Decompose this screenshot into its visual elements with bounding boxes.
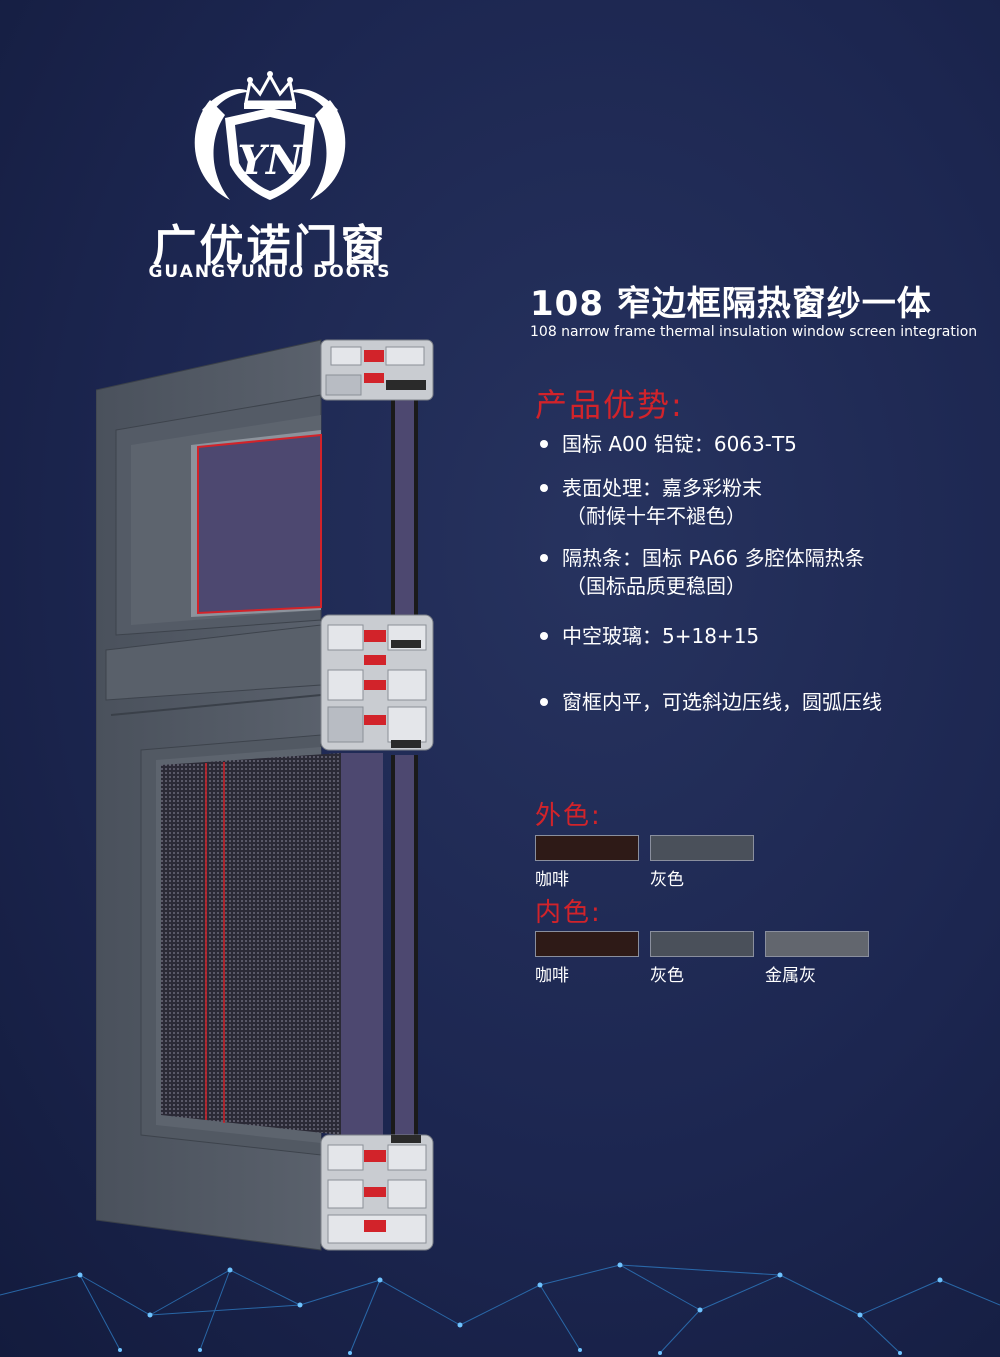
brand-name-en: GUANGYUNUO DOORS	[148, 262, 392, 282]
product-title-en: 108 narrow frame thermal insulation wind…	[530, 324, 978, 340]
list-item-note: （耐候十年不褪色）	[566, 504, 746, 528]
bullet-icon	[540, 631, 548, 640]
emblem-letters: YN	[237, 137, 304, 184]
bullet-icon	[540, 553, 548, 562]
swatch-metal-gray	[765, 931, 869, 957]
swatch-gray	[650, 835, 754, 861]
profile-middle	[320, 614, 434, 751]
list-item: 国标 A00 铝锭：6063-T5	[540, 430, 797, 458]
list-item: 窗框内平，可选斜边压线，圆弧压线	[540, 688, 882, 716]
swatch-label: 灰色	[650, 870, 684, 890]
swatch-label: 灰色	[650, 966, 684, 986]
swatch-label: 咖啡	[535, 870, 569, 890]
brand-name-cn: 广优诺门窗	[152, 221, 388, 272]
advantages-heading: 产品优势:	[535, 386, 684, 424]
list-item-note: （国标品质更稳固）	[566, 574, 746, 598]
exterior-color-heading: 外色:	[535, 801, 602, 831]
bullet-icon	[540, 439, 548, 448]
profile-bottom	[320, 1134, 434, 1251]
bullet-icon	[540, 697, 548, 706]
interior-color-heading: 内色:	[535, 898, 602, 928]
profile-top	[320, 339, 434, 401]
swatch-label: 咖啡	[535, 966, 569, 986]
list-item: 中空玻璃：5+18+15	[540, 622, 759, 650]
list-item: 表面处理：嘉多彩粉末 （耐候十年不褪色）	[540, 474, 762, 530]
network-decoration	[0, 1262, 1000, 1355]
crown-shield-emblem-icon: YN	[194, 71, 346, 200]
swatch-coffee	[535, 835, 639, 861]
swatch-gray	[650, 931, 754, 957]
swatch-coffee	[535, 931, 639, 957]
bullet-icon	[540, 483, 548, 492]
window-section-illustration	[96, 339, 434, 1251]
product-title-cn: 108 窄边框隔热窗纱一体	[530, 284, 932, 324]
list-item: 隔热条：国标 PA66 多腔体隔热条 （国标品质更稳固）	[540, 544, 865, 600]
swatch-label: 金属灰	[765, 966, 816, 986]
brand-logo: YN 广优诺门窗 GUANGYUNUO DOORS	[120, 70, 420, 285]
